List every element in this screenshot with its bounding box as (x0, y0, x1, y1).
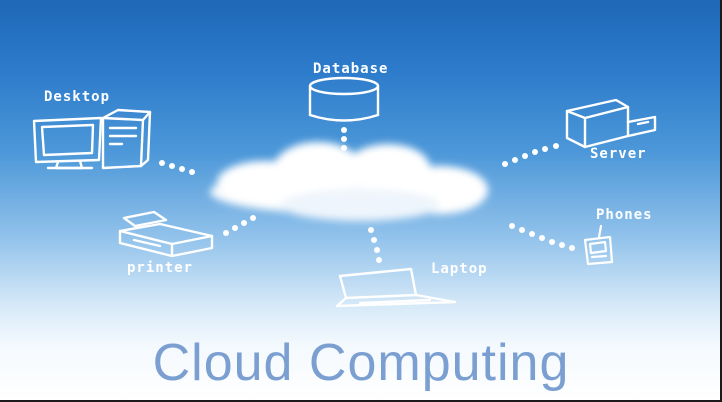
printer-icon (118, 210, 214, 258)
cloud-icon (210, 142, 488, 221)
desktop-icon (32, 108, 152, 170)
connector-dots (159, 127, 575, 263)
page-title: Cloud Computing (152, 334, 570, 392)
printer-label: printer (127, 260, 194, 276)
server-label: Server (590, 146, 647, 162)
phones-label: Phones (596, 207, 653, 223)
laptop-icon (335, 267, 457, 308)
database-icon (308, 76, 380, 122)
phone-icon (583, 224, 614, 266)
server-icon (565, 98, 657, 149)
database-label: Database (313, 61, 389, 77)
desktop-label: Desktop (44, 89, 111, 105)
laptop-label: Laptop (431, 261, 488, 277)
